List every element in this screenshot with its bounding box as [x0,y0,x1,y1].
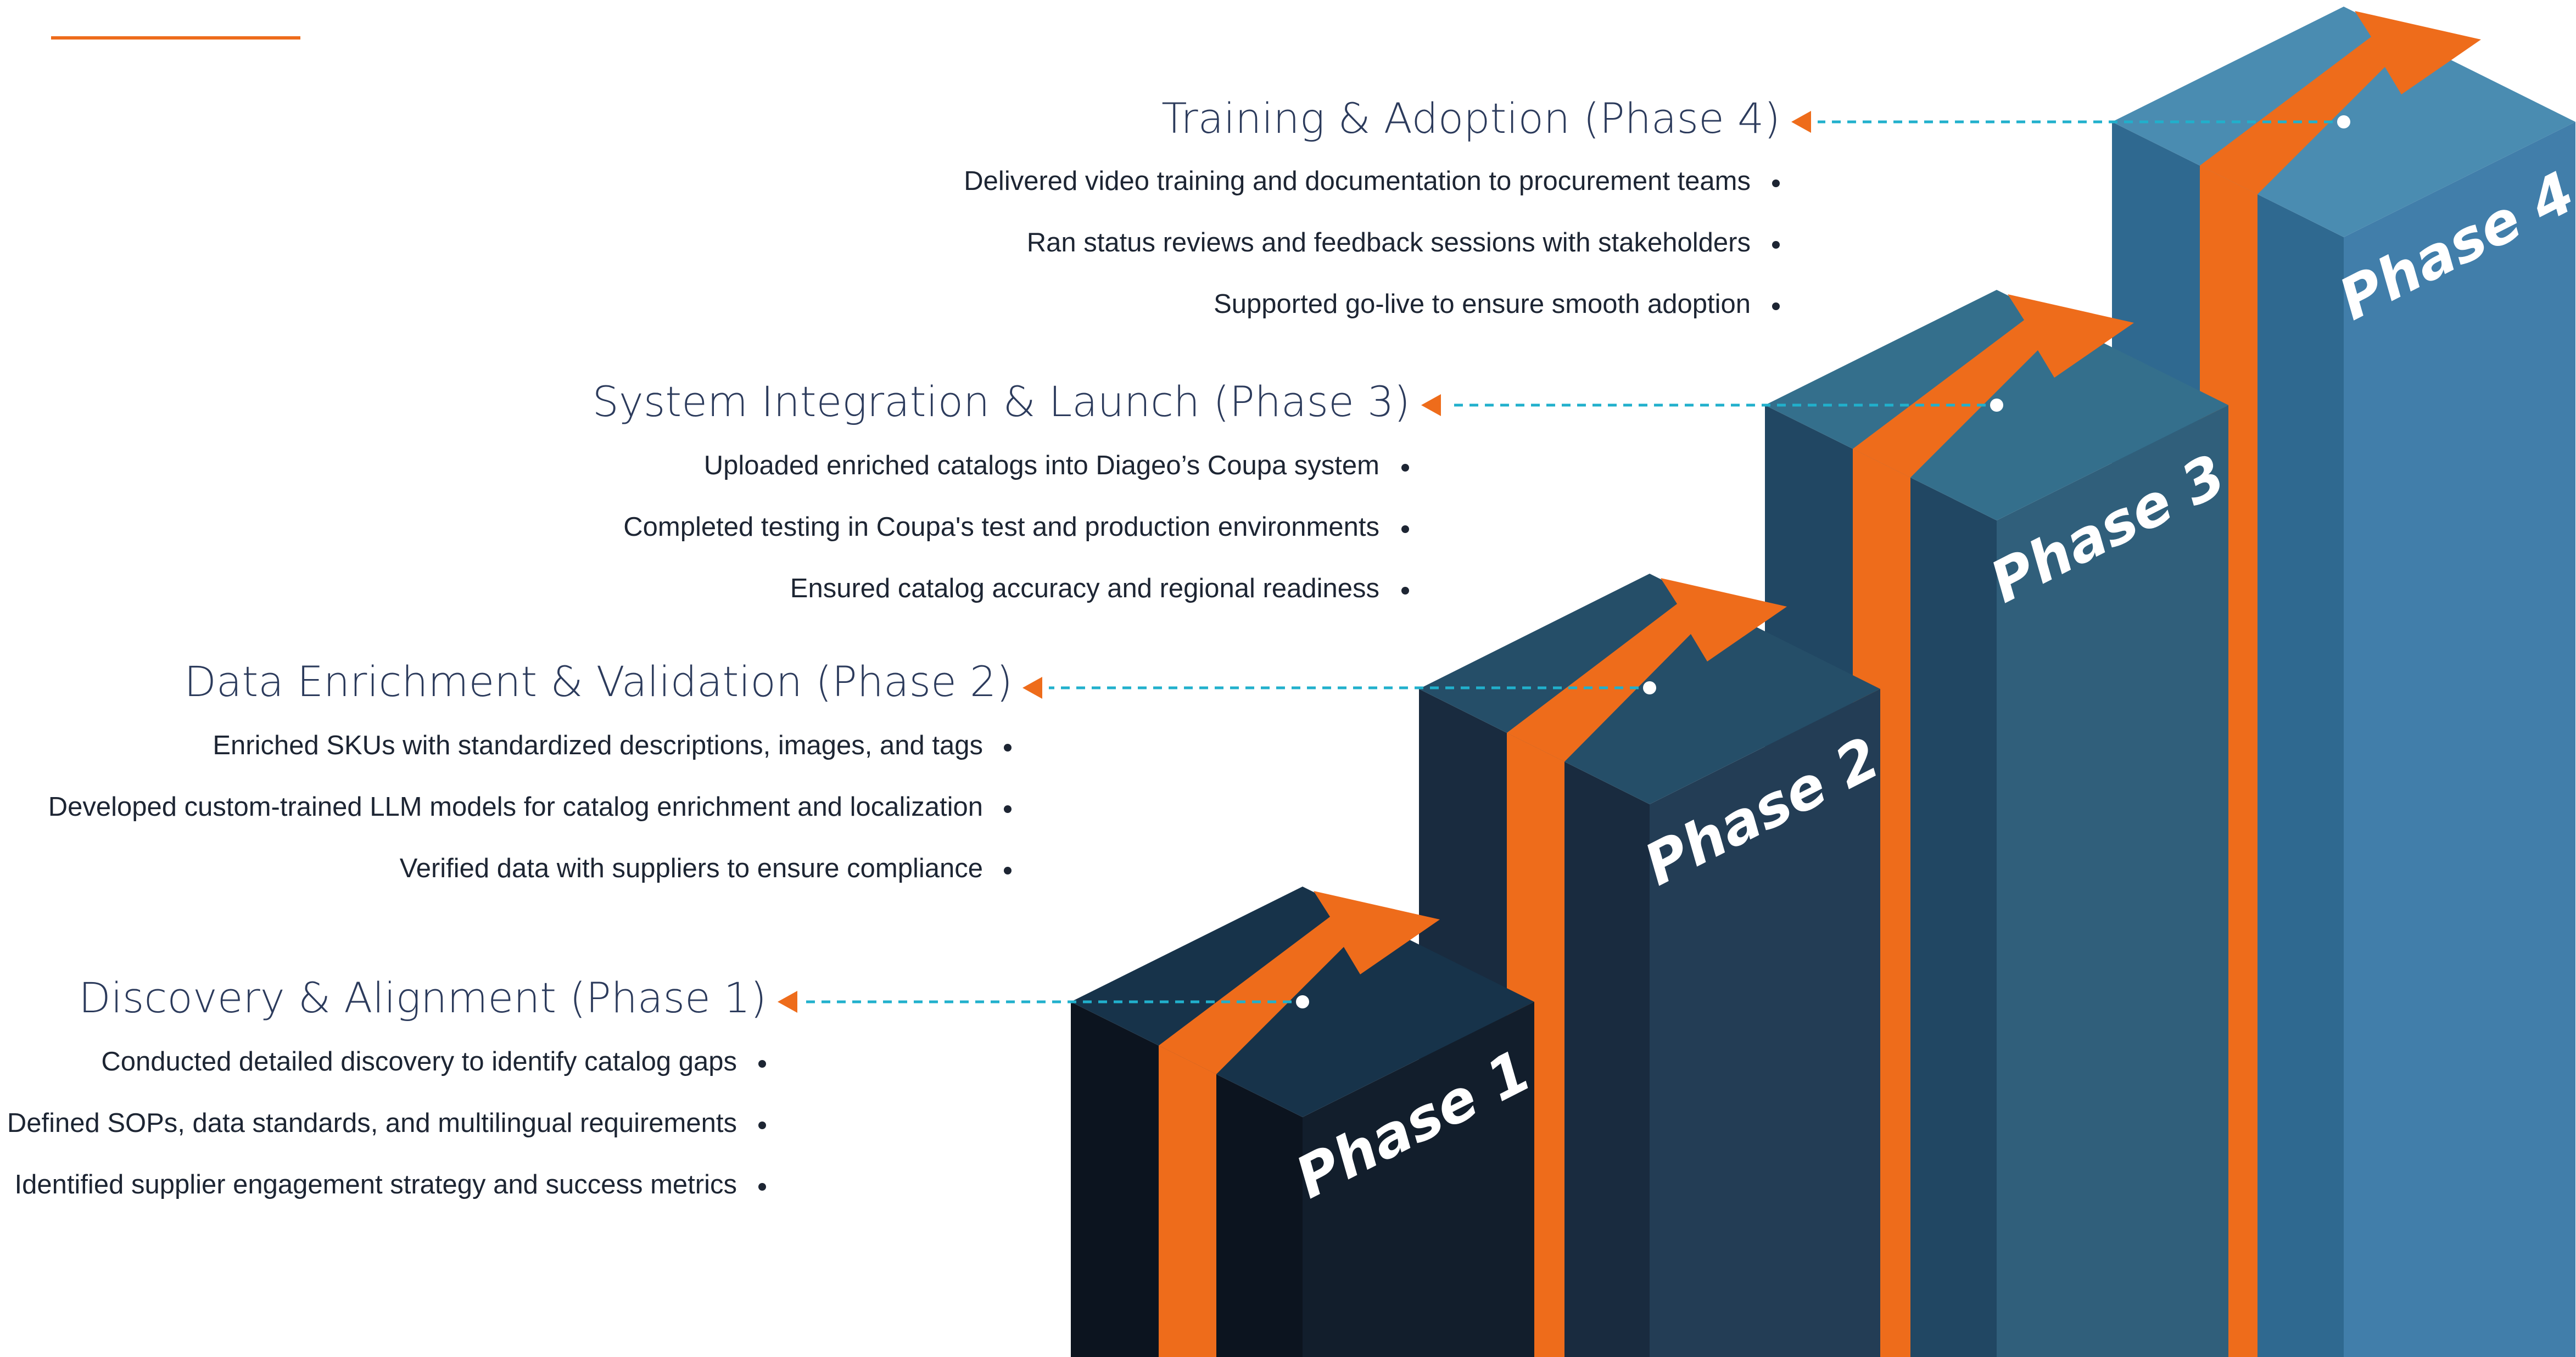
bullet-dot [1401,587,1409,595]
phase-2-bullet-1: Enriched SKUs with standardized descript… [213,731,983,760]
phase-1-title: Discovery & Alignment (Phase 1) [79,973,767,1022]
connector-arrowhead [1791,111,1811,133]
arrow-stripe [1159,1045,1216,1357]
phase-4-title: Training & Adoption (Phase 4) [1161,94,1780,143]
bullet-dot [1772,302,1780,310]
connector-arrowhead [1421,394,1441,416]
phase-3-bullet-2: Completed testing in Coupa's test and pr… [623,512,1379,542]
connector-dot [1296,995,1309,1008]
bullet-dot [1401,525,1409,533]
phase-3-title: System Integration & Launch (Phase 3) [593,377,1410,426]
pillar-right-face [1303,1002,1534,1357]
phase-2-bullet-2: Developed custom-trained LLM models for … [48,792,983,822]
bullet-dot [758,1183,766,1191]
connector-dot [1990,399,2003,412]
arrow-head [2200,11,2481,194]
phase-3-block: System Integration & Launch (Phase 3) Up… [593,377,1410,603]
bullet-dot [1401,464,1409,472]
text-blocks-group: Training & Adoption (Phase 4) Delivered … [7,94,1780,1199]
connector-dot [2337,115,2350,128]
bullet-dot [758,1060,766,1068]
arrow-head [1159,891,1440,1074]
phase-3-bullet-3: Ensured catalog accuracy and regional re… [790,574,1379,603]
connectors-group [778,111,2333,1013]
phase-4-block: Training & Adoption (Phase 4) Delivered … [964,94,1780,319]
bullet-dot [1004,805,1012,813]
pillar-right-face [1650,689,1880,1357]
pillar-phase-1: Phase 1 [1071,887,1541,1357]
phase-2-bullet-3: Verified data with suppliers to ensure c… [400,854,983,883]
pillar-right-face [2344,122,2575,1357]
phase-2-title: Data Enrichment & Validation (Phase 2) [184,657,1013,706]
pillar-phase-4: Phase 4 [2112,7,2576,1357]
bullet-dot [1004,867,1012,874]
pillar-right-face [1997,405,2228,1357]
phase-1-bullet-1: Conducted detailed discovery to identify… [101,1047,737,1076]
phase-2-block: Data Enrichment & Validation (Phase 2) E… [48,657,1013,883]
phase-1-bullet-2: Defined SOPs, data standards, and multil… [7,1108,737,1138]
bullet-dot [1004,744,1012,752]
phase-4-bullet-1: Delivered video training and documentati… [964,166,1751,196]
phase-4-bullet-2: Ran status reviews and feedback sessions… [1027,228,1751,257]
bullet-dot [1772,241,1780,249]
arrow-head [1853,294,2134,478]
connector-arrowhead [1022,677,1042,699]
connector-arrowhead [778,991,797,1013]
phase-4-bullet-3: Supported go-live to ensure smooth adopt… [1214,289,1751,319]
phase-1-bullet-3: Identified supplier engagement strategy … [14,1170,737,1199]
bullet-dot [1772,180,1780,187]
phase-3-bullet-1: Uploaded enriched catalogs into Diageo’s… [704,451,1379,480]
accent-line [51,36,300,40]
phase-1-block: Discovery & Alignment (Phase 1) Conducte… [7,973,767,1199]
bullet-dot [758,1122,766,1129]
connector-dot [1643,681,1656,694]
arrow-head [1507,578,1787,762]
